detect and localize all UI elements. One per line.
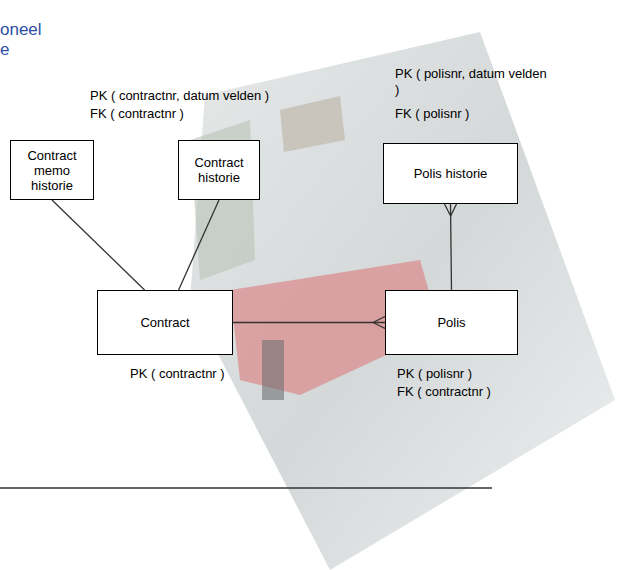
connector-line [233, 322, 385, 323]
slide-title: e [0, 40, 9, 60]
key-annotation: PK ( polisnr, datum velden ) [395, 66, 550, 98]
key-annotation: PK ( contractnr ) [130, 366, 225, 382]
relationship-connector [52, 200, 145, 290]
entity-name: Contract historie [184, 155, 254, 185]
entity-box: Contract memo historie [10, 140, 94, 200]
photo-frame [190, 32, 615, 570]
connector-line [451, 204, 452, 290]
relationship-connector [179, 200, 219, 290]
entity-name: Polis [437, 315, 465, 330]
connector-line [52, 200, 145, 290]
photo-painting [280, 96, 345, 152]
connector-line [373, 317, 385, 323]
entity-name: Contract memo historie [16, 148, 88, 193]
entity-box: Contract [97, 290, 233, 355]
relationship-connector [233, 317, 385, 329]
connector-line [445, 204, 451, 216]
key-annotation: PK ( contractnr, datum velden ) [90, 88, 269, 104]
photo-person [262, 340, 284, 400]
entity-box: Polis [385, 290, 518, 355]
connector-line [179, 200, 219, 290]
entity-box: Contract historie [178, 140, 260, 200]
slide-title: oneel [0, 20, 42, 40]
key-annotation: FK ( contractnr ) [397, 384, 491, 400]
entity-name: Contract [140, 315, 189, 330]
key-annotation: FK ( contractnr ) [90, 106, 184, 122]
entity-box: Polis historie [383, 143, 518, 204]
key-annotation: FK ( polisnr ) [395, 106, 469, 122]
entity-name: Polis historie [414, 166, 488, 181]
relationship-connector [445, 204, 457, 290]
key-annotation: PK ( polisnr ) [397, 366, 472, 382]
connector-line [373, 323, 385, 329]
slide-rule [0, 487, 492, 489]
connector-line [451, 204, 457, 216]
